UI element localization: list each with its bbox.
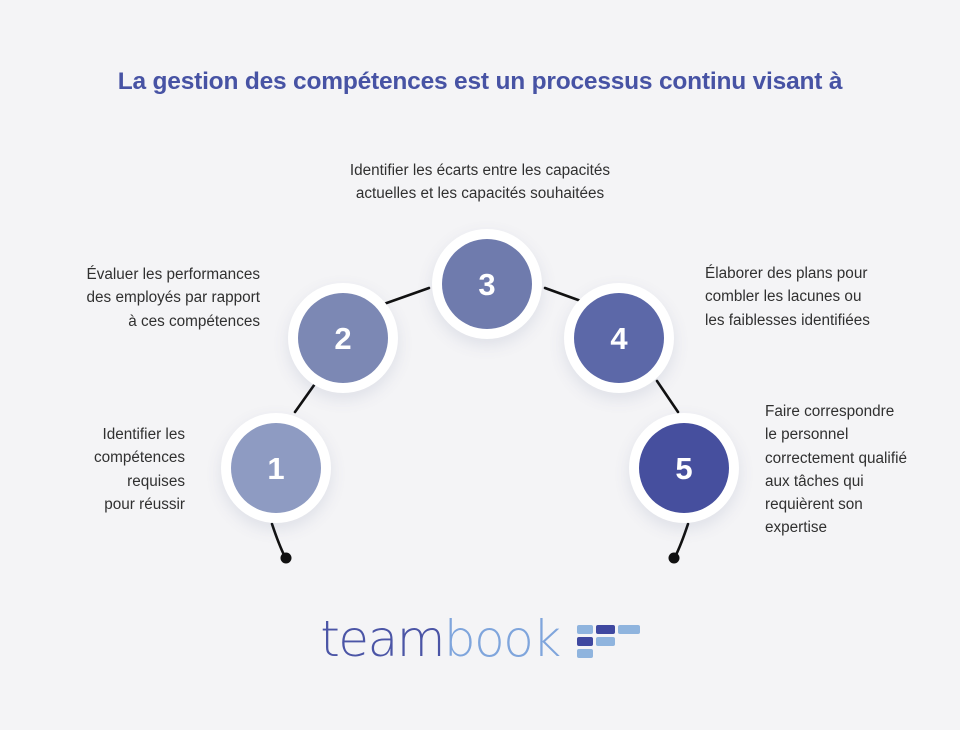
step-label-2: Évaluer les performances des employés pa… (86, 266, 260, 330)
step-node-2[interactable]: 2 (288, 283, 398, 393)
step-disc-1: 1 (231, 423, 321, 513)
step-number-5: 5 (675, 450, 693, 486)
logo-word-book: book (443, 610, 561, 668)
connector-tail-left (270, 522, 287, 559)
terminal-dot-right (668, 552, 680, 564)
step-label-1: Identifier les compétences requises pour… (94, 426, 185, 513)
step-disc-2: 2 (298, 293, 388, 383)
logo-bar-r1c3 (617, 624, 640, 634)
logo-bar-r2c3-empty (618, 637, 640, 646)
step-disc-3: 3 (442, 239, 532, 329)
step-disc-4: 4 (574, 293, 664, 383)
connector-1-2 (293, 379, 319, 414)
step-label-5: Faire correspondre le personnel correcte… (765, 403, 907, 537)
connector-2-3 (379, 286, 431, 307)
teambook-bars-icon (576, 624, 640, 658)
step-node-5[interactable]: 5 (629, 413, 739, 523)
logo-bar-r1c2 (595, 624, 615, 634)
teambook-logo: teambook (0, 614, 960, 664)
connector-tail-right (673, 522, 690, 559)
step-number-1: 1 (267, 450, 285, 486)
logo-word-team: team (320, 610, 445, 668)
connector-4-5 (655, 379, 680, 414)
logo-bar-r2c2 (595, 636, 615, 646)
step-number-3: 3 (478, 266, 496, 302)
step-label-3: Identifier les écarts entre les capacité… (349, 162, 611, 203)
logo-bar-r3c3-empty (618, 649, 640, 658)
page-title: La gestion des compétences est un proces… (117, 68, 843, 95)
step-node-4[interactable]: 4 (564, 283, 674, 393)
logo-bar-r1c1 (576, 624, 593, 634)
logo-bar-r3c1 (576, 648, 593, 658)
logo-bar-r2c1 (576, 636, 593, 646)
step-number-4: 4 (610, 320, 628, 356)
logo-wordmark: teambook (320, 614, 561, 664)
step-disc-5: 5 (639, 423, 729, 513)
step-label-4: Élaborer des plans pour combler les lacu… (705, 265, 870, 329)
logo-bar-r3c2-empty (596, 649, 615, 658)
step-node-1[interactable]: 1 (221, 413, 331, 523)
step-number-2: 2 (334, 320, 352, 356)
terminal-dot-left (280, 552, 292, 564)
step-node-3[interactable]: 3 (432, 229, 542, 339)
